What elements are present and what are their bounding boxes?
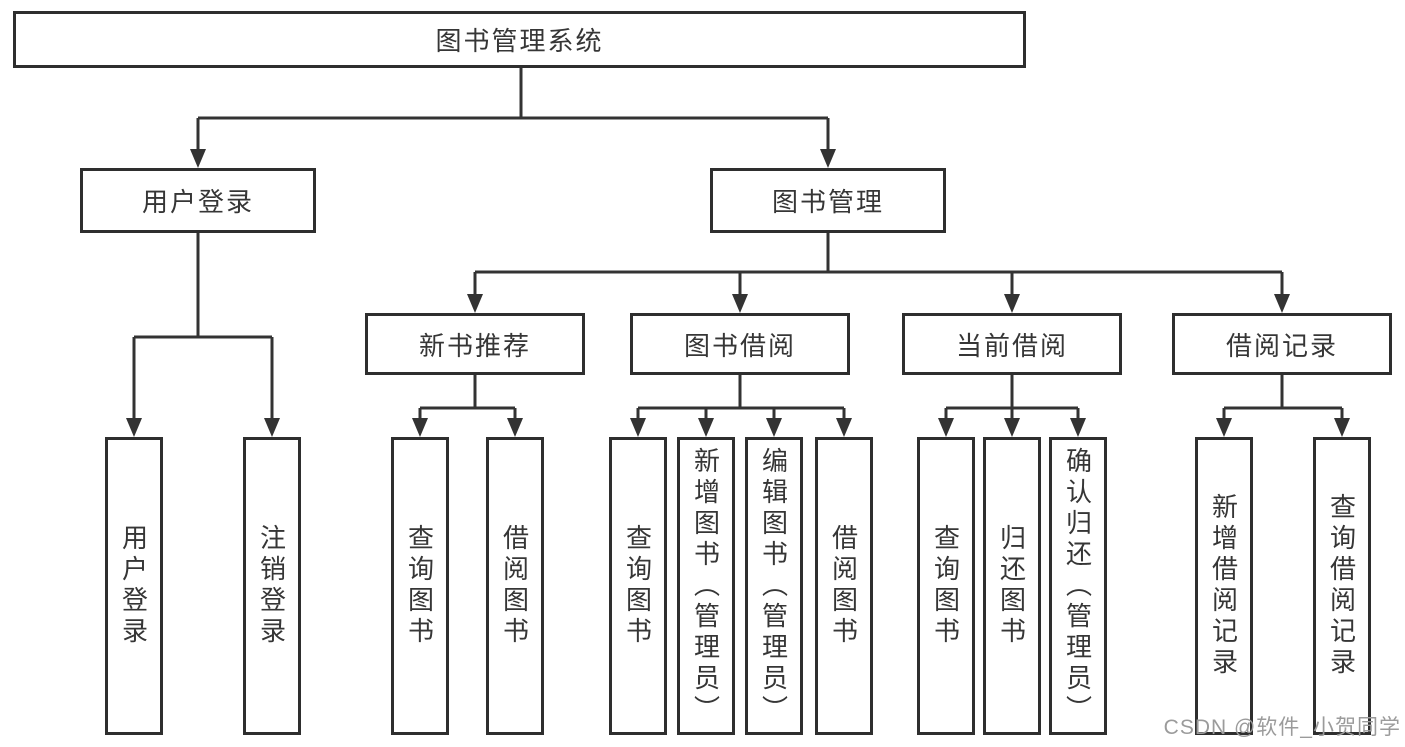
- node-leaf-nb-query-book: 查询图书: [391, 437, 449, 735]
- node-leaf-br-query-record: 查询借阅记录: [1313, 437, 1371, 735]
- node-leaf-login: 用户登录: [105, 437, 163, 735]
- node-book-management: 图书管理: [710, 168, 946, 233]
- node-leaf-nb-borrow-book: 借阅图书: [486, 437, 544, 735]
- node-leaf-bb-add-book: 新增图书（管理员）: [677, 437, 735, 735]
- node-root: 图书管理系统: [13, 11, 1026, 68]
- node-leaf-br-add-record: 新增借阅记录: [1195, 437, 1253, 735]
- node-leaf-cb-confirm-return: 确认归还（管理员）: [1049, 437, 1107, 735]
- node-leaf-cb-return-book: 归还图书: [983, 437, 1041, 735]
- node-borrow-record: 借阅记录: [1172, 313, 1392, 375]
- node-new-book-recommend: 新书推荐: [365, 313, 585, 375]
- node-leaf-cb-query-book: 查询图书: [917, 437, 975, 735]
- node-book-borrow: 图书借阅: [630, 313, 850, 375]
- node-leaf-logout: 注销登录: [243, 437, 301, 735]
- node-leaf-bb-edit-book: 编辑图书（管理员）: [745, 437, 803, 735]
- node-leaf-bb-borrow-book: 借阅图书: [815, 437, 873, 735]
- node-user-login: 用户登录: [80, 168, 316, 233]
- watermark: CSDN @软件_小贺同学: [1163, 716, 1401, 739]
- node-leaf-bb-query-book: 查询图书: [609, 437, 667, 735]
- node-current-borrow: 当前借阅: [902, 313, 1122, 375]
